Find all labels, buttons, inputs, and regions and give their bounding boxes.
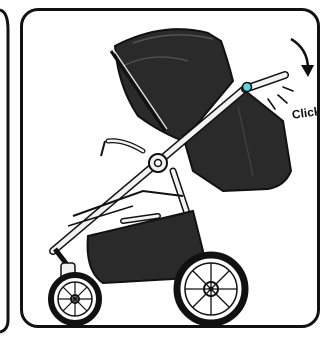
stroller-illustration <box>23 11 320 328</box>
adjacent-panel-edge <box>0 0 12 338</box>
instruction-panel: Click! <box>20 8 320 328</box>
rear-wheel <box>177 255 245 323</box>
front-wheel <box>51 275 99 323</box>
fold-lock-button <box>243 83 252 92</box>
rotation-arrow <box>291 39 308 69</box>
